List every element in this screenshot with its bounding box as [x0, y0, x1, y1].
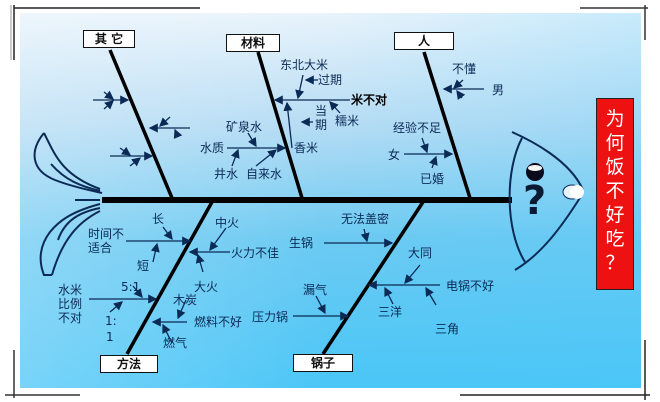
- bone-person: [422, 51, 472, 199]
- cause-label: 不对: [58, 311, 83, 325]
- cause-label: 生锅: [289, 236, 314, 250]
- cause-label: 漏气: [303, 283, 328, 297]
- cause-label: 1: [106, 330, 114, 344]
- question-mark-symbol: ?: [523, 178, 547, 224]
- cause-label: 水米: [58, 283, 83, 297]
- problem-statement: 为 何 饭 不 好 吃 ？: [605, 108, 625, 274]
- cause-label: 香米: [294, 141, 319, 155]
- cause-label: 适合: [88, 241, 113, 255]
- cause-label: 火力不佳: [231, 246, 280, 260]
- cause-label: 井水: [214, 167, 239, 181]
- cause-label: 无法盖密: [341, 212, 390, 226]
- cause-label: 大火: [194, 280, 219, 294]
- bone-material: [256, 51, 304, 199]
- category-person: 人: [394, 32, 454, 50]
- cause-label: 短: [137, 259, 150, 273]
- cause-label: 东北大米: [280, 58, 329, 72]
- bone-other: [108, 49, 174, 199]
- cause-label: 比例: [58, 297, 83, 311]
- cause-label: 电锅不好: [446, 279, 495, 293]
- bone-method: [125, 201, 214, 355]
- cause-label: 大同: [408, 246, 433, 260]
- cause-label: 不懂: [452, 62, 477, 76]
- cause-label: 木炭: [173, 293, 198, 307]
- cause-label: 米不对: [351, 93, 388, 107]
- cause-label: 期: [315, 118, 328, 132]
- cause-label: 时间不: [88, 227, 125, 241]
- category-material: 材料: [226, 34, 280, 52]
- bone-pot: [321, 201, 425, 355]
- cause-label: 压力锅: [252, 310, 289, 324]
- category-pot: 锅子: [293, 354, 353, 372]
- cause-label: 三洋: [378, 305, 403, 319]
- fish-mouth-bubble: [570, 185, 584, 199]
- problem-statement-box: 为 何 饭 不 好 吃 ？: [596, 98, 634, 290]
- cause-label: 男: [492, 83, 505, 97]
- category-other: 其 它: [83, 30, 135, 48]
- cause-label: 已婚: [420, 172, 445, 186]
- cause-label: 过期: [318, 73, 343, 87]
- cause-label: 女: [388, 148, 401, 162]
- category-method: 方法: [100, 355, 158, 373]
- cause-label: 糯米: [335, 114, 360, 128]
- fish-head: [508, 131, 584, 271]
- cause-label: 水质: [200, 141, 225, 155]
- cause-label: 燃料不好: [194, 315, 243, 329]
- cause-label: 5:1: [121, 280, 141, 294]
- cause-label: 1:: [105, 314, 117, 328]
- cause-label: 中火: [215, 216, 240, 230]
- cause-label: 经验不足: [393, 121, 442, 135]
- cause-label: 自来水: [246, 167, 283, 181]
- fish-tail: [33, 132, 103, 276]
- cause-label: 长: [152, 212, 165, 226]
- cause-label: 三角: [435, 322, 460, 336]
- cause-label: 燃气: [163, 336, 188, 350]
- cause-label: 矿泉水: [226, 120, 263, 134]
- cause-label: 当: [315, 104, 328, 118]
